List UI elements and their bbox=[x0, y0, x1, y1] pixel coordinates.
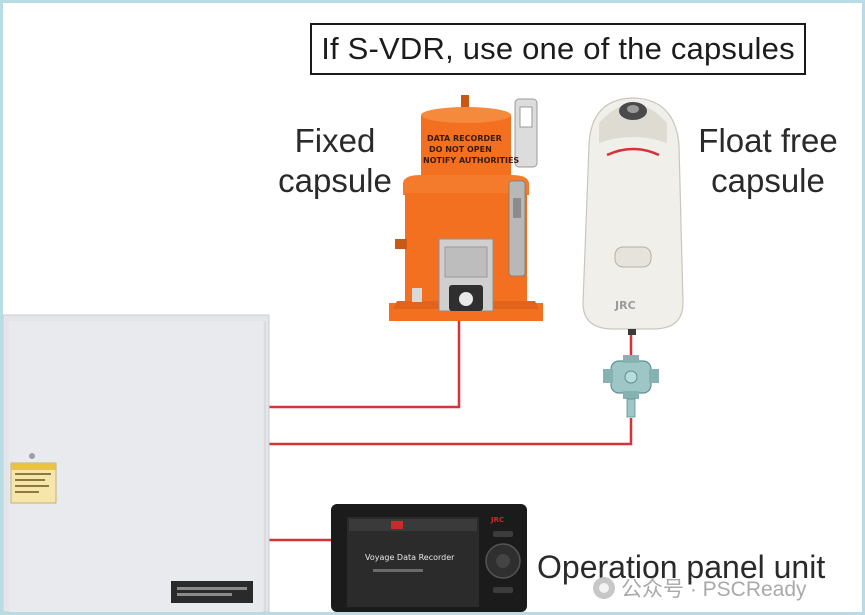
float-free-capsule: JRC bbox=[582, 97, 684, 335]
fixed-capsule-label-line2: capsule bbox=[278, 162, 392, 199]
panel-screen-title: Voyage Data Recorder bbox=[365, 553, 455, 562]
svdr-note-banner: If S-VDR, use one of the capsules bbox=[310, 23, 806, 75]
cable-float-capsule bbox=[269, 418, 633, 446]
fixed-capsule-print: DATA RECORDER DO NOT OPEN NOTIFY AUTHORI… bbox=[423, 134, 519, 165]
fixed-capsule bbox=[389, 95, 543, 321]
fixed-capsule-label-line1: Fixed bbox=[294, 122, 376, 159]
float-free-capsule-label-line1: Float free bbox=[698, 122, 838, 159]
main-recorder-unit bbox=[3, 314, 270, 612]
operation-panel-label: Operation panel unit bbox=[537, 549, 826, 585]
svg-text:DATA RECORDER: DATA RECORDER bbox=[427, 134, 502, 143]
float-free-capsule-label-line2: capsule bbox=[711, 162, 825, 199]
float-free-capsule-label: Float free capsule bbox=[693, 121, 843, 201]
diagram-artwork: DATA RECORDER DO NOT OPEN NOTIFY AUTHORI… bbox=[3, 95, 684, 612]
watermark: 公众号 · PSCReady bbox=[593, 573, 807, 603]
nameplate bbox=[171, 581, 253, 603]
wechat-icon bbox=[593, 577, 615, 599]
fixed-capsule-label: Fixed capsule bbox=[265, 121, 405, 201]
panel-brand: JRC bbox=[490, 516, 504, 524]
cable-fixed-capsule bbox=[269, 321, 461, 409]
cable-lines bbox=[269, 321, 633, 542]
junction-box bbox=[603, 355, 659, 418]
float-capsule-brand: JRC bbox=[614, 299, 636, 312]
operation-panel-unit: Voyage Data Recorder JRC bbox=[331, 504, 527, 612]
svg-text:NOTIFY AUTHORITIES: NOTIFY AUTHORITIES bbox=[423, 156, 519, 165]
watermark-text: 公众号 · PSCReady bbox=[621, 578, 807, 601]
svg-text:DO NOT OPEN: DO NOT OPEN bbox=[429, 145, 492, 154]
